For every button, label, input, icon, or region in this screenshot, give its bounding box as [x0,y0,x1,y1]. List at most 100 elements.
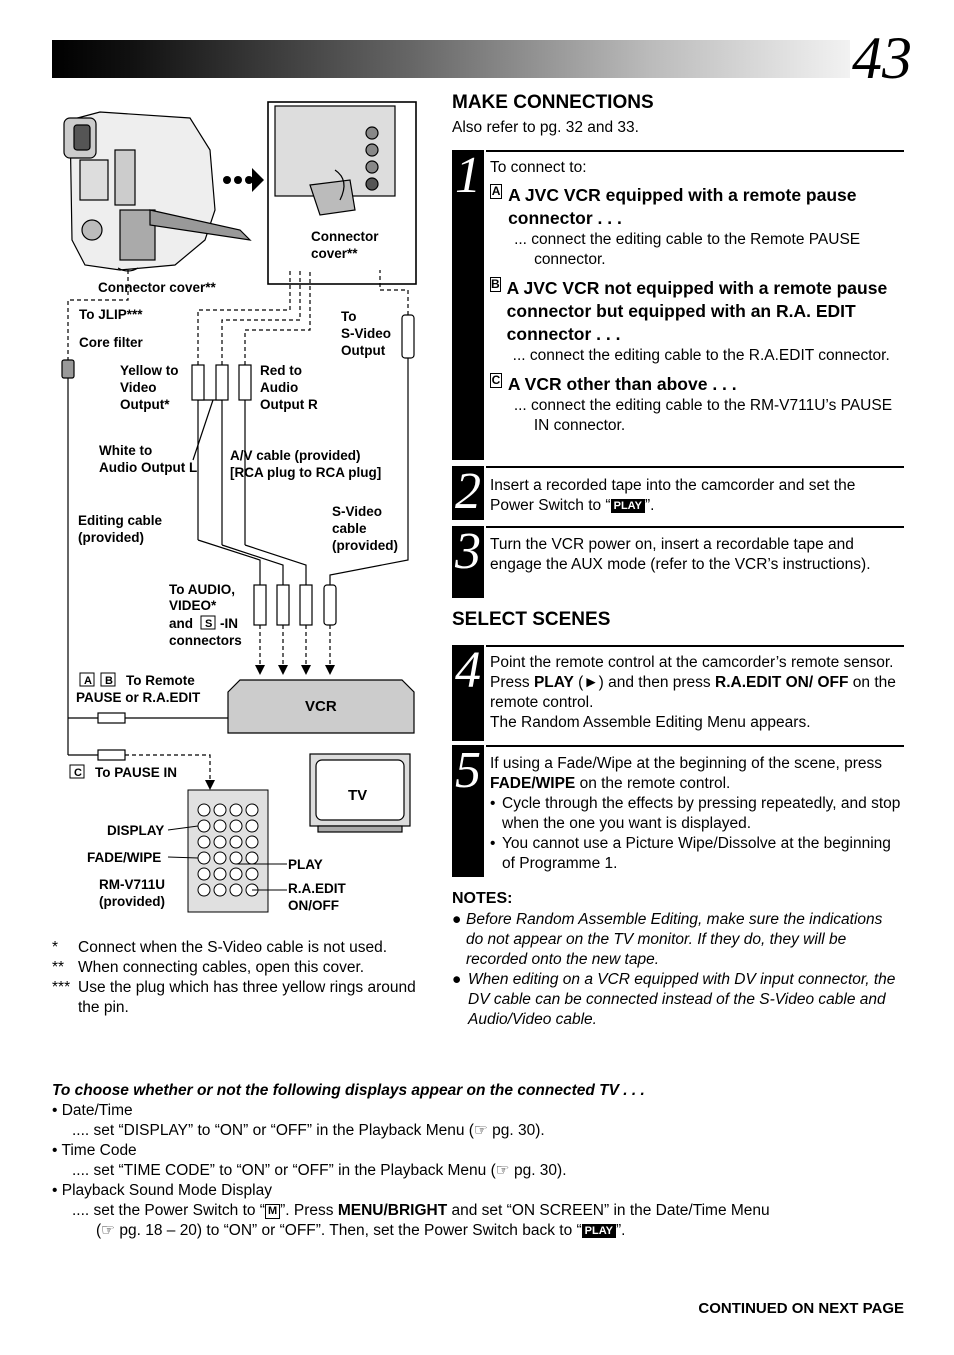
vcr-illustration [227,679,415,734]
time-code-item: • Time Code [52,1142,137,1159]
label-red-2: Audio [260,380,298,395]
label-svideo-cable-1: S-Video [332,504,382,519]
time-code-sub: .... set “TIME CODE” to “ON” or “OFF” in… [72,1162,567,1179]
footnote-2: **When connecting cables, open this cove… [52,959,365,976]
note-2: ●When editing on a VCR equipped with DV … [452,971,896,1028]
step-4-rule [486,645,904,647]
step-4-text: Point the remote control at the camcorde… [490,654,896,731]
step-3-rule [486,526,904,528]
label-core-filter: Core filter [79,335,144,350]
item-c-sub: ... connect the editing cable to the RM-… [513,397,893,434]
play-badge: PLAY [610,499,645,513]
label-yellow-3: Output* [120,397,170,412]
note-1: ●Before Random Assemble Editing, make su… [452,911,883,968]
box-a: A [490,184,503,199]
step-1-item-b: B A JVC VCR not equipped with a remote p… [490,277,900,366]
label-editing-cable-2: (provided) [78,530,144,545]
connector-detail [267,101,417,285]
label-to-svideo-1: To [341,309,357,324]
label-box-b: B [105,675,113,687]
notes-title: NOTES: [452,890,513,907]
step-2-number: 2 [452,466,484,520]
label-to-jlip: To JLIP*** [79,307,143,322]
make-connections-subtitle: Also refer to pg. 32 and 33. [452,119,639,136]
step-5-text: If using a Fade/Wipe at the beginning of… [490,755,901,872]
date-time-item: • Date/Time [52,1102,133,1119]
label-connector-cover-right-2: cover** [311,246,358,261]
bottom-section: To choose whether or not the following d… [52,1081,922,1241]
step-5-rule [486,745,904,747]
step-3-number: 3 [452,526,484,598]
step-4-number: 4 [452,645,484,741]
label-yellow-2: Video [120,380,157,395]
step-5-number: 5 [452,745,484,877]
bottom-heading: To choose whether or not the following d… [52,1082,645,1099]
label-svideo-cable-2: cable [332,521,367,536]
label-svideo-cable-3: (provided) [332,538,398,553]
remote-control-illustration [187,789,269,913]
label-yellow-1: Yellow to [120,363,179,378]
box-c: C [490,373,502,388]
select-scenes-title: SELECT SCENES [452,609,611,630]
label-to-audio-3a: and [169,616,193,631]
connection-diagram: Connector cover** Connector cover** To J… [61,101,417,913]
label-rm-1: RM-V711U [99,877,165,892]
footnotes: *Connect when the S-Video cable is not u… [52,938,432,1018]
date-time-sub: .... set “DISPLAY” to “ON” or “OFF” in t… [72,1122,545,1139]
label-to-audio-1: To AUDIO, [169,582,235,597]
direction-arrow [223,168,264,192]
label-white-1: White to [99,443,152,458]
label-fade-wipe: FADE/WIPE [87,850,161,865]
box-b: B [490,277,501,292]
step-1-item-c: C A VCR other than above . . . ... conne… [490,373,900,436]
label-box-a: A [84,675,92,687]
notes-section: NOTES: ●Before Random Assemble Editing, … [452,890,902,1030]
label-box-c: C [74,767,82,779]
step-2-text: Insert a recorded tape into the camcorde… [490,477,856,514]
playback-item: • Playback Sound Mode Display [52,1182,272,1199]
label-connector-cover-right-1: Connector [311,229,379,244]
step-1-intro: To connect to: [490,159,587,176]
footnote-1: *Connect when the S-Video cable is not u… [52,939,388,956]
step-3-text: Turn the VCR power on, insert a recordab… [490,536,871,573]
plug-heads [61,314,415,761]
label-vcr: VCR [305,698,337,715]
label-to-pause-in: To PAUSE IN [95,765,177,780]
play-badge-bottom: PLAY [581,1224,616,1238]
item-b-head: A JVC VCR not equipped with a remote pau… [506,278,888,344]
page-number: 43 [852,25,912,91]
label-editing-cable-1: Editing cable [78,513,163,528]
label-red-1: Red to [260,363,302,378]
label-to-remote-1: To Remote [126,673,195,688]
item-c-head: A VCR other than above . . . [507,374,737,394]
label-rm-2: (provided) [99,894,165,909]
label-connector-cover-left: Connector cover** [98,280,217,295]
label-white-2: Audio Output L [99,460,197,475]
label-display: DISPLAY [107,823,164,838]
step-2-rule [486,466,904,468]
step-5-bullet-1: •Cycle through the effects by pressing r… [490,795,901,832]
playback-sub-2: (☞ pg. 18 – 20) to “ON” or “OFF”. Then, … [96,1222,626,1239]
continued-next-page: CONTINUED ON NEXT PAGE [698,1300,904,1317]
label-to-audio-4: connectors [169,633,242,648]
label-av-cable-2: [RCA plug to RCA plug] [230,465,381,480]
step-1-rule [486,150,904,152]
camcorder-illustration [63,111,252,272]
item-a-head: A JVC VCR equipped with a remote pause c… [508,185,857,228]
label-red-3: Output R [260,397,318,412]
item-b-sub: ... connect the editing cable to the R.A… [512,347,890,364]
label-box-s: S [205,618,212,630]
make-connections-title: MAKE CONNECTIONS [452,92,654,113]
step-1-item-a: A A JVC VCR equipped with a remote pause… [490,184,900,270]
cable-lines [67,270,409,780]
footnote-3: ***Use the plug which has three yellow r… [52,979,416,1016]
label-av-cable-1: A/V cable (provided) [230,448,361,463]
label-ra-edit-1: R.A.EDIT [288,881,347,896]
manual-mode-icon: M [264,1204,281,1219]
label-play: PLAY [288,857,323,872]
step-1-number: 1 [452,150,484,460]
label-to-remote-2: PAUSE or R.A.EDIT [76,690,201,705]
label-to-audio-3c: -IN [220,616,238,631]
tv-illustration [309,753,411,833]
step-1-content: To connect to: A A JVC VCR equipped with… [490,158,900,436]
